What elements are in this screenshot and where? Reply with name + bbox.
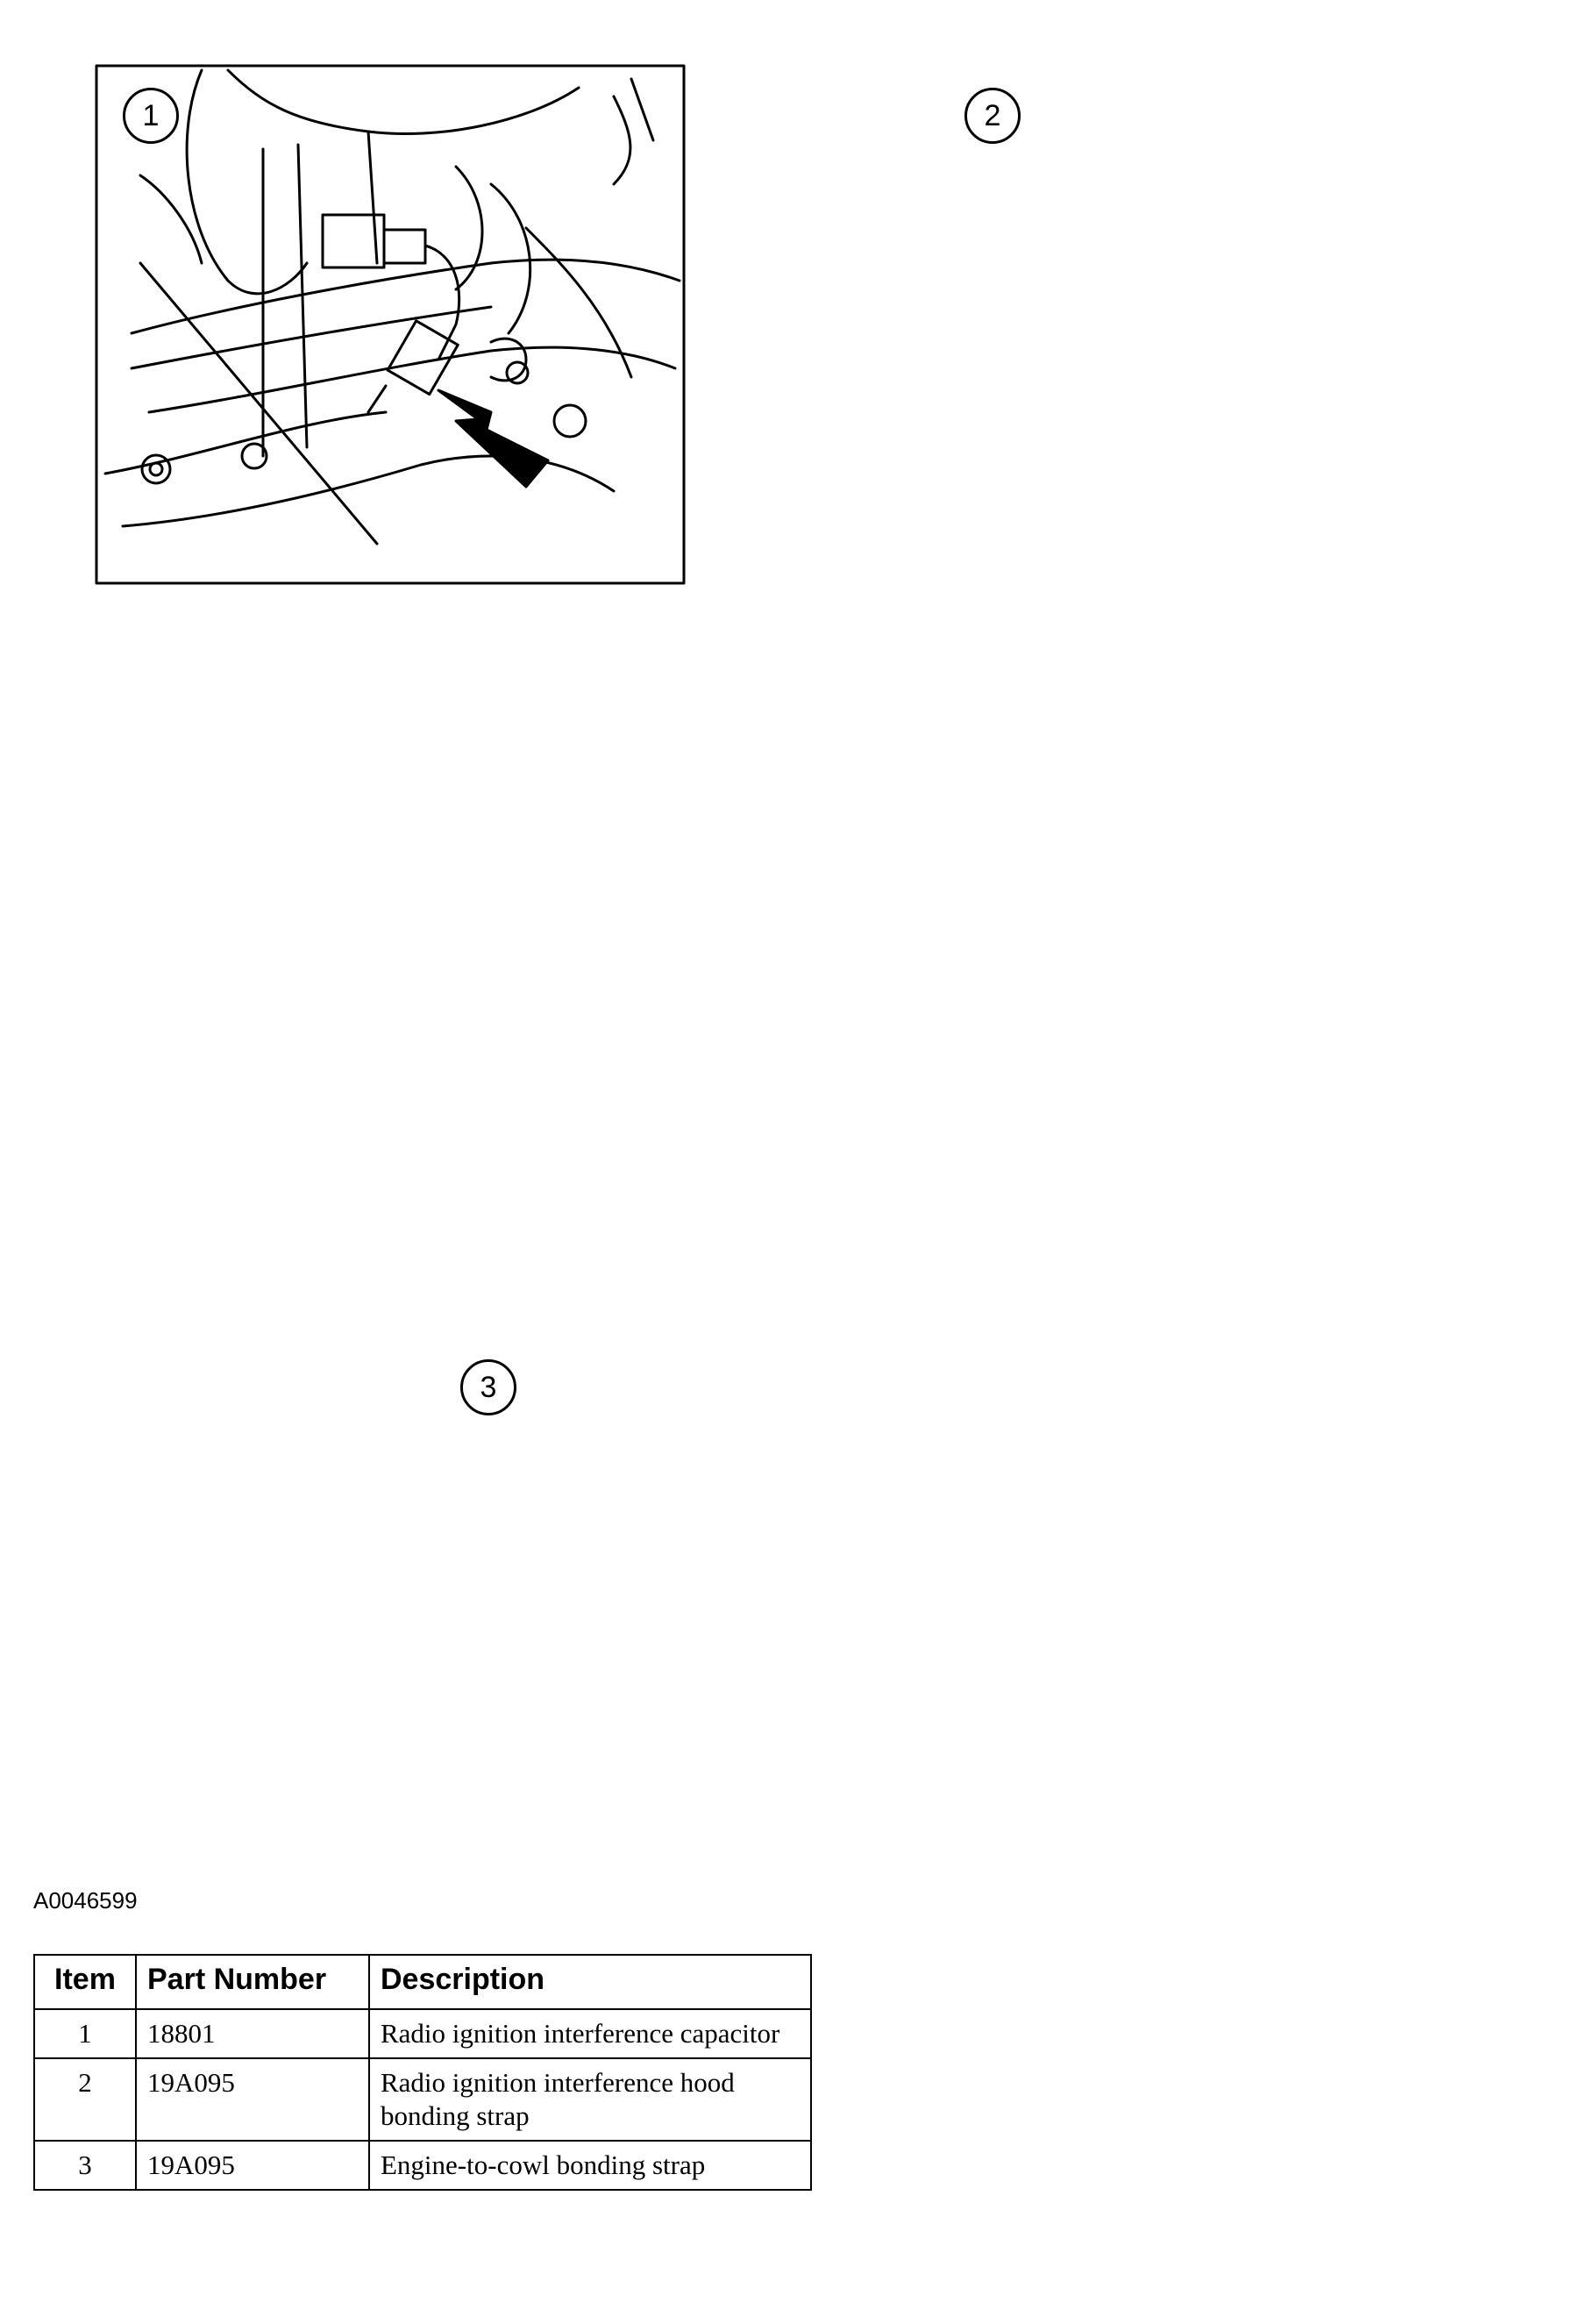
cell-part-number: 18801 — [135, 2008, 370, 2059]
cell-item: 1 — [33, 2008, 137, 2059]
table-row: 3 19A095 Engine-to-cowl bonding strap — [33, 2140, 812, 2191]
table-header-row: Item Part Number Description — [33, 1954, 812, 2010]
cell-part-number: 19A095 — [135, 2140, 370, 2191]
header-item: Item — [33, 1954, 137, 2010]
cell-item: 2 — [33, 2057, 137, 2142]
parts-table: Item Part Number Description 1 18801 Rad… — [33, 1954, 812, 2191]
callout-2: 2 — [964, 88, 1021, 144]
header-description: Description — [368, 1954, 812, 2010]
callout-3: 3 — [460, 1359, 516, 1415]
cell-part-number: 19A095 — [135, 2057, 370, 2142]
callout-1: 1 — [123, 88, 179, 144]
cell-description: Radio ignition interference hood bonding… — [368, 2057, 812, 2142]
cell-item: 3 — [33, 2140, 137, 2191]
table-row: 1 18801 Radio ignition interference capa… — [33, 2008, 812, 2059]
figure-id-label: A0046599 — [33, 1887, 138, 1914]
cell-description: Radio ignition interference capacitor — [368, 2008, 812, 2059]
detail-view-1 — [95, 64, 686, 585]
cell-description: Engine-to-cowl bonding strap — [368, 2140, 812, 2191]
table-row: 2 19A095 Radio ignition interference hoo… — [33, 2057, 812, 2142]
header-part-number: Part Number — [135, 1954, 370, 2010]
